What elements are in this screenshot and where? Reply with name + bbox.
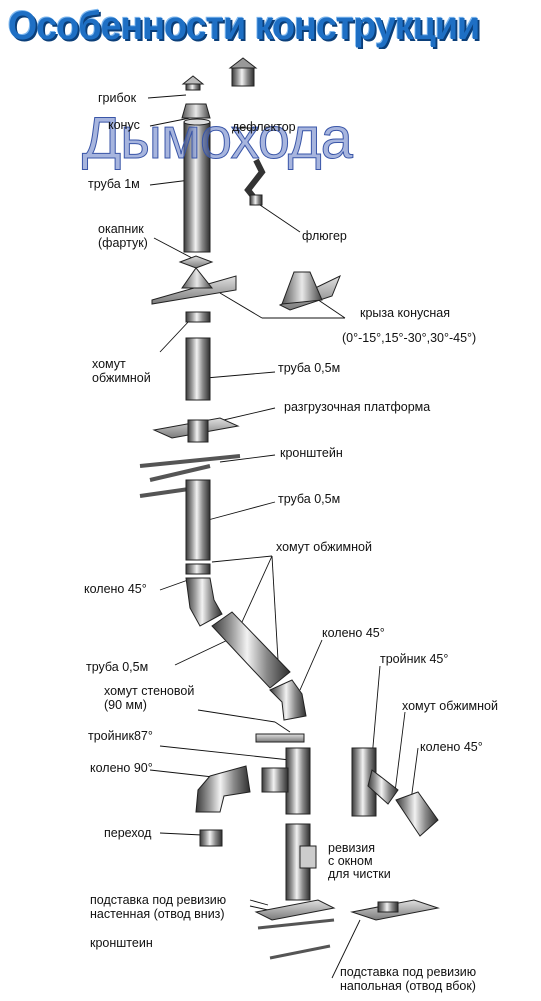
- unloading-platform: [152, 417, 240, 443]
- side-elbow-45: [395, 791, 439, 837]
- label-gribok: грибок: [98, 91, 137, 105]
- label-kronshtein-1: кронштейн: [280, 446, 343, 460]
- label-deflektor: дефлектор: [232, 120, 296, 134]
- label-kronshtein-2: кронштеин: [90, 936, 153, 950]
- label-krysha-2: (0°-15°,15°-30°,30°-45°): [342, 331, 477, 345]
- label-khomut-sten-1: хомут стеновой: [104, 684, 195, 698]
- label-okapnik-2: (фартук): [98, 236, 148, 250]
- label-truba-05-3: труба 0,5м: [86, 660, 149, 674]
- label-truba-05-1: труба 0,5м: [278, 361, 341, 375]
- label-reviziya-3: для чистки: [328, 867, 391, 881]
- floor-revision-stand: [350, 899, 440, 921]
- cone-part: [181, 103, 211, 119]
- label-truba-1m: труба 1м: [88, 177, 140, 191]
- wall-clamp: [255, 733, 305, 743]
- clamp-1: [185, 311, 211, 323]
- label-reviziya-1: ревизия: [328, 841, 376, 855]
- label-koleno-45-3: колено 45°: [420, 740, 483, 754]
- clamp-2: [185, 563, 211, 575]
- drip-edge-okapnik: [178, 255, 214, 269]
- bracket-2: [257, 918, 335, 960]
- label-koleno-45-1: колено 45°: [84, 582, 147, 596]
- label-khomut-1a: хомут: [92, 357, 126, 371]
- elbow-90: [195, 765, 251, 813]
- weathervane-fluger: [244, 158, 266, 206]
- label-krysha-1: крыза конусная: [360, 306, 451, 320]
- label-reviziya-2: с окном: [328, 854, 373, 868]
- wall-revision-stand: [254, 899, 336, 921]
- roof-flashing-cone-1: [151, 267, 237, 305]
- deflector-part: [228, 57, 258, 87]
- label-khomut-2: хомут обжимной: [276, 540, 372, 554]
- label-podstavka-1b: настенная (отвод вниз): [90, 907, 225, 921]
- pipe-05m-diagonal: [211, 611, 291, 689]
- label-troinik-45: тройник 45°: [380, 652, 449, 666]
- label-platforma: разгрузочная платформа: [284, 400, 431, 414]
- label-konus: конус: [108, 118, 140, 132]
- label-podstavka-2b: напольная (отвод вбок): [340, 979, 476, 993]
- label-koleno-90: колено 90°: [90, 761, 153, 775]
- label-khomut-1b: обжимной: [92, 371, 151, 385]
- label-perekhod: переход: [104, 826, 152, 840]
- label-podstavka-2a: подставка под ревизию: [340, 965, 477, 979]
- revision-pipe: [285, 823, 317, 901]
- roof-flashing-cone-2: [278, 271, 341, 311]
- label-podstavka-1a: подставка под ревизию: [90, 893, 227, 907]
- label-fluger: флюгер: [302, 229, 347, 243]
- elbow-45-1: [185, 577, 223, 627]
- label-khomut-sten-2: (90 мм): [104, 698, 147, 712]
- tee-45-side: [351, 747, 399, 817]
- label-khomut-3: хомут обжимной: [402, 699, 498, 713]
- leader-lines: [147, 94, 419, 979]
- pipe-05m-2: [185, 479, 211, 561]
- label-troinik-87: тройник87°: [88, 729, 153, 743]
- pipe-05m-1: [185, 337, 211, 401]
- tee-87: [261, 747, 311, 815]
- elbow-45-2: [269, 679, 307, 721]
- label-truba-05-2: труба 0,5м: [278, 492, 341, 506]
- chimney-cap-gribok: [181, 75, 205, 91]
- page-subtitle: Дымохода: [82, 106, 354, 172]
- adapter-perekhod: [199, 829, 223, 847]
- label-koleno-45-2: колено 45°: [322, 626, 385, 640]
- label-okapnik-1: окапник: [98, 222, 144, 236]
- pipe-1m: [183, 118, 211, 253]
- page-title: Особенности конструкции: [8, 4, 480, 48]
